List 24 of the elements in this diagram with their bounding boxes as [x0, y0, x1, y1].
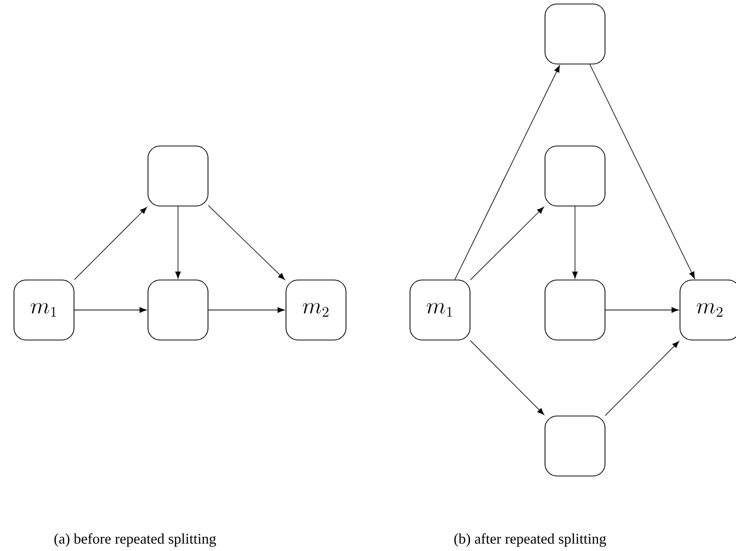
empty-box [544, 146, 606, 206]
arrow [470, 340, 544, 415]
arrow [470, 206, 544, 280]
empty-box [544, 4, 606, 64]
caption: (b) after repeated splitting [454, 533, 606, 547]
arrow [572, 206, 578, 279]
node-box: $m_2$ [680, 280, 736, 340]
caption: (a) before repeated splitting [54, 533, 216, 547]
arrow [605, 307, 679, 313]
arrow [74, 307, 147, 313]
arrow [454, 65, 560, 280]
node-box: $m_1$ [14, 280, 74, 340]
arrow [74, 207, 147, 280]
empty-box [148, 146, 208, 206]
arrow [604, 341, 680, 416]
node-box: $m_1$ [410, 280, 470, 340]
node-box: $m_2$ [286, 280, 346, 340]
empty-box [544, 416, 606, 476]
arrow [590, 64, 695, 279]
arrow [208, 205, 285, 280]
arrow [175, 206, 181, 279]
arrow [208, 307, 285, 313]
empty-box [148, 280, 208, 340]
empty-box [544, 280, 606, 340]
